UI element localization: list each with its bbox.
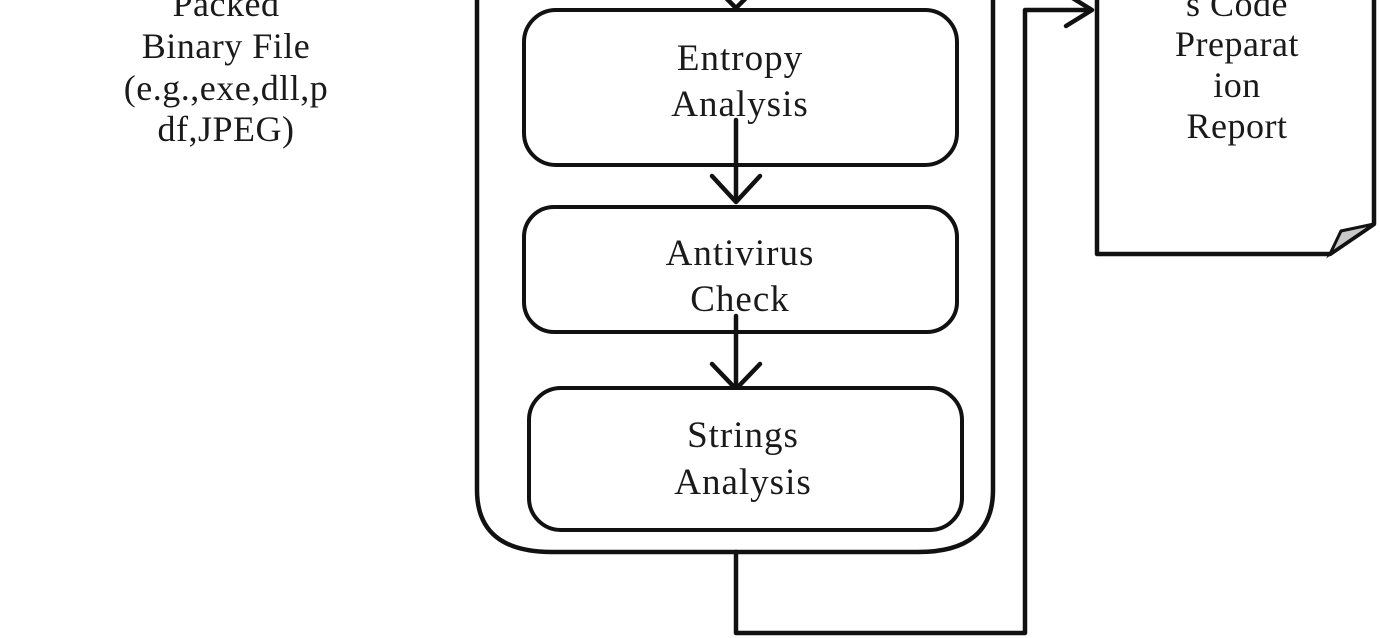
input-file-line-1: Packed [173, 0, 280, 24]
step-strings-line-2: Analysis [674, 462, 812, 503]
step-strings-box [527, 386, 964, 532]
input-file-line-3: (e.g.,exe,dll,p [124, 68, 328, 108]
step-antivirus-line-2: Check [690, 279, 790, 320]
step-antivirus-check: Antivirus Check [522, 205, 959, 334]
report-line-4: Report [1187, 106, 1288, 146]
input-file-label: Packed Binary File (e.g.,exe,dll,p df,JP… [124, 0, 328, 149]
report-line-3: ion [1213, 65, 1261, 105]
step-entropy-line-2: Analysis [671, 84, 809, 125]
step-antivirus-box [522, 205, 959, 334]
step-strings-line-1: Strings [687, 415, 799, 456]
step-antivirus-line-1: Antivirus [666, 233, 815, 274]
step-strings-analysis: Strings Analysis [527, 386, 964, 532]
arrow-entropy-to-antivirus [709, 117, 763, 205]
report-document: s Code Preparat ion Report [1094, 0, 1377, 259]
arrow-into-entropy [724, 0, 748, 11]
report-fold-corner [1326, 222, 1375, 259]
input-file-line-4: df,JPEG) [158, 109, 295, 149]
step-entropy-box [522, 8, 959, 167]
report-line-1: s Code [1186, 0, 1288, 24]
connector-to-report [733, 7, 1091, 636]
input-file-line-2: Binary File [142, 26, 310, 66]
step-entropy-line-1: Entropy [677, 38, 803, 79]
step-entropy-analysis: Entropy Analysis [522, 8, 959, 167]
connector-arrow-head [1063, 0, 1095, 29]
report-line-2: Preparat [1175, 24, 1299, 64]
